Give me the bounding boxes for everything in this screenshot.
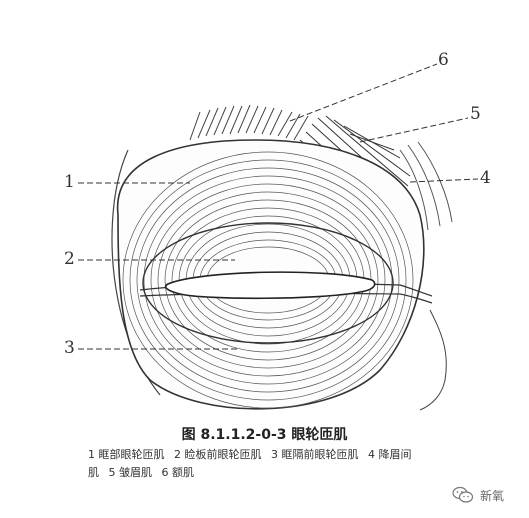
palpebral-fissure — [164, 271, 376, 300]
procerus-lines — [399, 141, 453, 231]
watermark: 新氧 — [452, 486, 504, 504]
figure-caption: 图 8.1.1.2-0-3 眼轮匝肌 — [181, 427, 348, 443]
label-6: 6 — [438, 50, 449, 70]
wechat-icon — [452, 486, 474, 503]
legend-line-1: 1 眶部眼轮匝肌 2 睑板前眼轮匝肌 3 眶隔前眼轮匝肌 4 降眉间 — [88, 446, 468, 464]
figure-legend: 1 眶部眼轮匝肌 2 睑板前眼轮匝肌 3 眶隔前眼轮匝肌 4 降眉间 肌 5 皱… — [88, 446, 468, 482]
legend-item: 4 降眉间 — [368, 448, 412, 461]
leader-lines — [78, 63, 479, 350]
label-3: 3 — [64, 338, 75, 358]
legend-item: 肌 — [88, 466, 99, 479]
legend-item: 3 眶隔前眼轮匝肌 — [271, 448, 359, 461]
legend-item: 6 额肌 — [161, 466, 195, 479]
orbicularis-oculi-illustration — [78, 63, 479, 411]
frontalis-fibers — [189, 104, 309, 141]
watermark-text: 新氧 — [480, 488, 505, 503]
label-2: 2 — [64, 249, 75, 269]
legend-item: 1 眶部眼轮匝肌 — [88, 448, 165, 461]
cheek-contour — [419, 309, 447, 411]
label-5: 5 — [470, 104, 481, 124]
label-1: 1 — [64, 172, 75, 192]
legend-item: 2 睑板前眼轮匝肌 — [174, 448, 262, 461]
legend-line-2: 肌 5 皱眉肌 6 额肌 — [88, 464, 468, 482]
legend-item: 5 皱眉肌 — [108, 466, 153, 479]
palpebral-part-outline — [142, 222, 394, 344]
label-4: 4 — [480, 168, 491, 188]
